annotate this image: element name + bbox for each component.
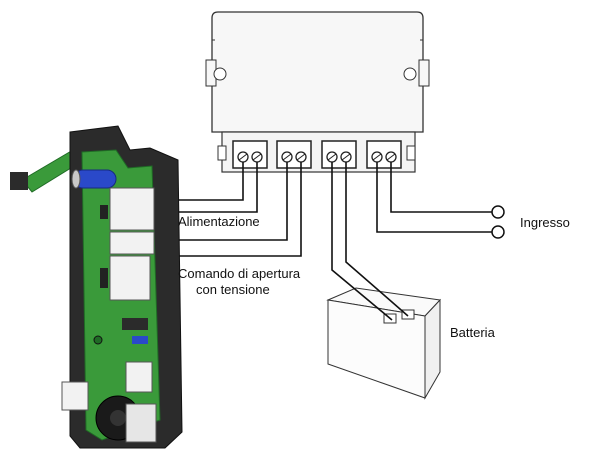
wire-battery-1: [331, 162, 393, 321]
wire-command-2: [120, 162, 302, 257]
connector-1: [109, 187, 155, 231]
wire-input-1: [376, 162, 492, 233]
terminal-block-open-command: [276, 140, 312, 169]
terminal-block-input: [366, 140, 402, 169]
mounting-hole-left: [213, 67, 227, 81]
connector-3: [109, 255, 151, 301]
terminal-block-battery: [321, 140, 357, 169]
mounting-hole-right: [403, 67, 417, 81]
label-battery: Batteria: [450, 325, 496, 340]
battery: [326, 287, 442, 400]
capacitor: [71, 169, 117, 189]
input-terminal-bottom: [491, 225, 505, 239]
label-power: Alimentazione: [178, 214, 260, 229]
battery-terminal-right: [401, 309, 415, 320]
wire-input-2: [390, 162, 492, 213]
terminal-block-power: [232, 140, 268, 169]
wire-battery-2: [345, 162, 409, 317]
label-open-command-line1: Comando di apertura: [178, 266, 301, 281]
connector-2: [109, 231, 155, 255]
label-input: Ingresso: [520, 215, 570, 230]
input-terminal-top: [491, 205, 505, 219]
label-open-command-line2: con tensione: [196, 282, 270, 297]
door-station-module: [10, 125, 183, 449]
